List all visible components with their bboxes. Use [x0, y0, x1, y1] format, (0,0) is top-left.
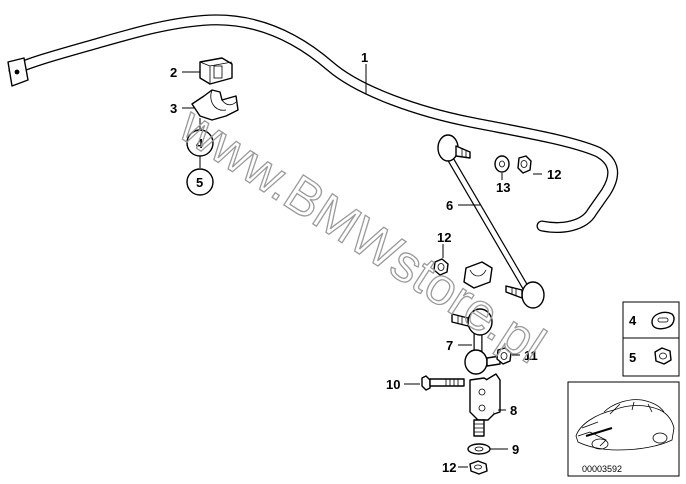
callout-11: 11 [524, 348, 538, 363]
nut-top[interactable] [517, 155, 532, 174]
callout-2: 2 [170, 65, 177, 80]
callout-12-bottom: 12 [442, 460, 456, 475]
callout-10: 10 [386, 377, 400, 392]
callout-7: 7 [446, 338, 453, 353]
rubber-mounting[interactable] [199, 57, 233, 85]
callout-12-top: 12 [547, 167, 561, 182]
callout-circle-5 [186, 168, 214, 196]
callout-13: 13 [496, 180, 510, 195]
hex-nut-icon [654, 347, 672, 365]
callout-4: 4 [196, 136, 204, 151]
link-bracket[interactable] [469, 373, 501, 437]
nut-mid[interactable] [433, 258, 449, 276]
nut-bottom[interactable] [469, 460, 488, 475]
car-outline-icon [575, 399, 675, 451]
document-number: 00003592 [582, 464, 622, 474]
washer[interactable] [467, 443, 491, 455]
callout-1: 1 [361, 50, 368, 65]
callout-circle-4 [186, 129, 214, 157]
legend-box-5[interactable]: 5 [622, 337, 680, 377]
front-stabilizer-link[interactable] [437, 134, 545, 309]
callout-3: 3 [170, 101, 177, 116]
callout-5: 5 [196, 175, 203, 190]
callout-12-mid: 12 [437, 230, 451, 245]
clip-nut-icon [651, 311, 675, 330]
bar-mount-clip[interactable] [463, 261, 493, 289]
car-thumbnail: 00003592 [567, 381, 680, 477]
legend-number-4: 4 [629, 313, 637, 328]
callout-8: 8 [510, 403, 517, 418]
legend-box-4[interactable]: 4 [622, 301, 680, 339]
nut-link[interactable] [496, 347, 512, 365]
washer-top[interactable] [494, 155, 510, 173]
legend-number-5: 5 [629, 350, 636, 365]
bolt[interactable] [421, 375, 465, 391]
bracket[interactable] [191, 89, 239, 121]
callout-6: 6 [446, 198, 453, 213]
stabilizer-bar[interactable] [7, 14, 619, 233]
callout-9: 9 [512, 442, 519, 457]
rear-stabilizer-link[interactable] [451, 308, 501, 375]
leader-lines [182, 64, 542, 468]
